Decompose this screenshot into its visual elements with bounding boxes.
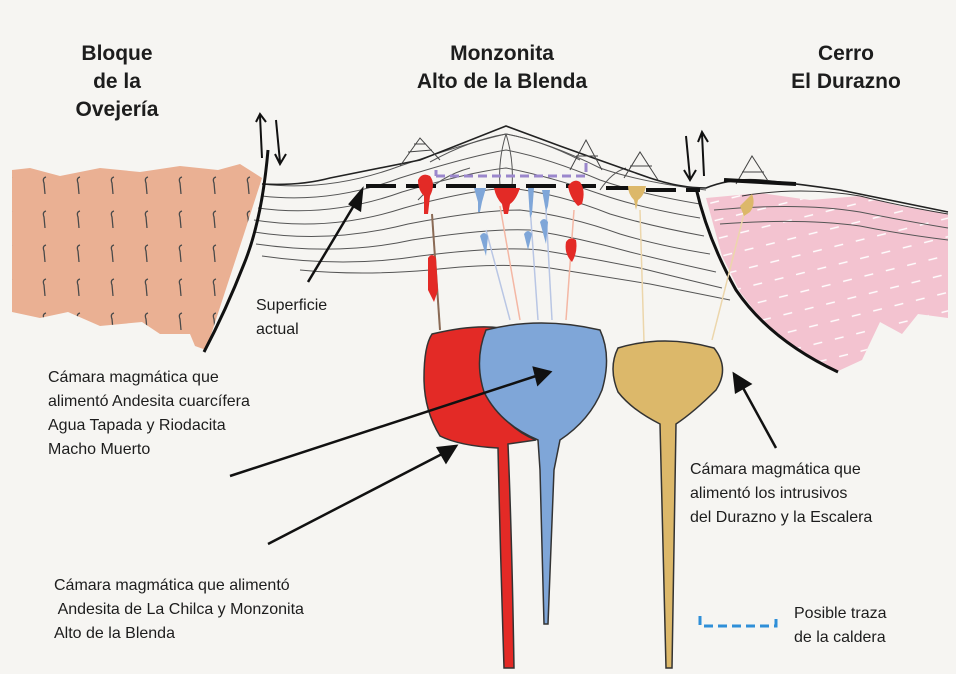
- label-red-chamber-line-1: Cámara magmática que: [48, 366, 250, 390]
- heading-monzonita: Monzonita Alto de la Blenda: [372, 40, 632, 96]
- heading-ovejeria-line-1: Bloque: [42, 40, 192, 68]
- ovejeria-block: [12, 164, 262, 350]
- label-superficie-line-1: Superficie: [256, 294, 327, 318]
- label-blue-chamber-line-3: Alto de la Blenda: [54, 622, 304, 646]
- heading-durazno-line-2: El Durazno: [756, 68, 936, 96]
- label-yellow-chamber-line-1: Cámara magmática que: [690, 458, 872, 482]
- heading-durazno: Cerro El Durazno: [756, 40, 936, 96]
- heading-monzonita-line-2: Alto de la Blenda: [372, 68, 632, 96]
- label-blue-chamber-line-2: Andesita de La Chilca y Monzonita: [54, 598, 304, 622]
- label-yellow-chamber: Cámara magmática que alimentó los intrus…: [690, 458, 872, 530]
- legend-caldera-text: Posible traza de la caldera: [794, 602, 887, 650]
- label-superficie-line-2: actual: [256, 318, 327, 342]
- label-red-chamber-line-2: alimentó Andesita cuarcífera: [48, 390, 250, 414]
- heading-durazno-line-1: Cerro: [756, 40, 936, 68]
- label-blue-chamber-line-1: Cámara magmática que alimentó: [54, 574, 304, 598]
- label-red-chamber-line-3: Agua Tapada y Riodacita: [48, 414, 250, 438]
- legend-caldera-line-2: de la caldera: [794, 626, 887, 650]
- label-superficie-actual: Superficie actual: [256, 294, 327, 342]
- label-yellow-chamber-line-3: del Durazno y la Escalera: [690, 506, 872, 530]
- label-red-chamber: Cámara magmática que alimentó Andesita c…: [48, 366, 250, 462]
- magma-chambers: [424, 323, 723, 668]
- heading-ovejeria: Bloque de la Ovejería: [42, 40, 192, 124]
- label-yellow-chamber-line-2: alimentó los intrusivos: [690, 482, 872, 506]
- heading-ovejeria-line-2: de la: [42, 68, 192, 96]
- legend-caldera-line-1: Posible traza: [794, 602, 887, 626]
- legend-caldera-symbol: [700, 616, 776, 626]
- intrusive-bodies: [418, 175, 754, 302]
- label-red-chamber-line-4: Macho Muerto: [48, 438, 250, 462]
- heading-ovejeria-line-3: Ovejería: [42, 96, 192, 124]
- heading-monzonita-line-1: Monzonita: [372, 40, 632, 68]
- label-blue-chamber: Cámara magmática que alimentó Andesita d…: [54, 574, 304, 646]
